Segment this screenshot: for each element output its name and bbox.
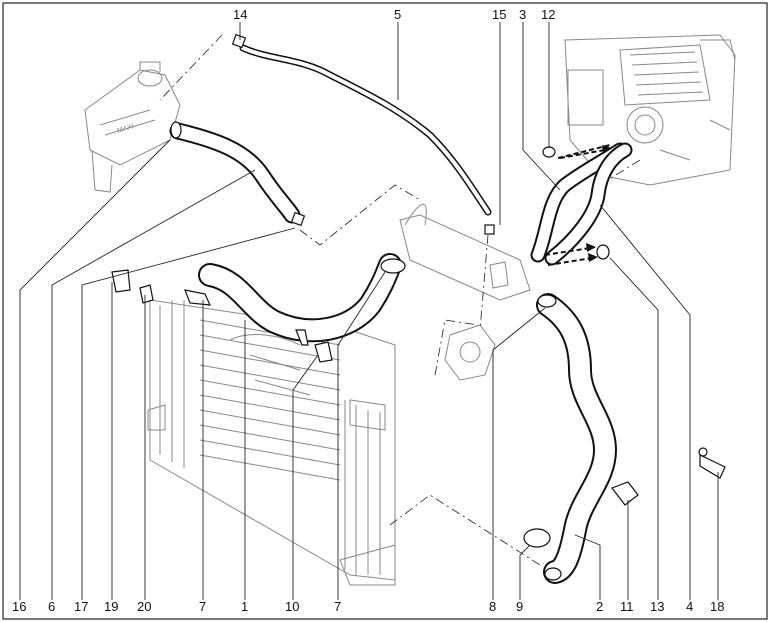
hvac-housing [564,34,736,186]
callout-8: 8 [489,599,496,614]
callout-7-right: 7 [334,599,341,614]
callout-19: 19 [104,599,118,614]
callout-16: 16 [12,599,26,614]
expansion-tank: MAXI [84,61,181,193]
callout-9: 9 [516,599,523,614]
hose-5 [239,44,492,216]
callout-3: 3 [519,7,526,22]
callout-2: 2 [596,599,603,614]
callout-4: 4 [686,599,693,614]
direction-arrows [544,144,612,266]
callout-20: 20 [137,599,151,614]
callout-14: 14 [233,7,247,22]
callout-6: 6 [48,599,55,614]
callout-15: 15 [492,7,506,22]
reservoir-marking: MAXI [116,123,134,135]
callout-1: 1 [241,599,248,614]
callout-7-left: 7 [199,599,206,614]
callout-12: 12 [541,7,555,22]
radiator [147,299,396,586]
hose-3-4 [530,142,633,266]
hose-2 [536,293,617,584]
callout-18: 18 [710,599,724,614]
thermostat-housing [399,203,531,381]
callout-11: 11 [620,599,634,614]
leader-lines [19,22,719,600]
callout-17: 17 [74,599,88,614]
clamps-and-fittings [111,33,726,548]
callout-13: 13 [650,599,664,614]
hose-1 [198,253,406,346]
callout-labels: 14 5 15 3 12 16 6 17 19 20 7 1 10 7 8 9 … [12,7,724,614]
callout-10: 10 [285,599,299,614]
callout-5: 5 [394,7,401,22]
hose-6 [169,121,301,224]
